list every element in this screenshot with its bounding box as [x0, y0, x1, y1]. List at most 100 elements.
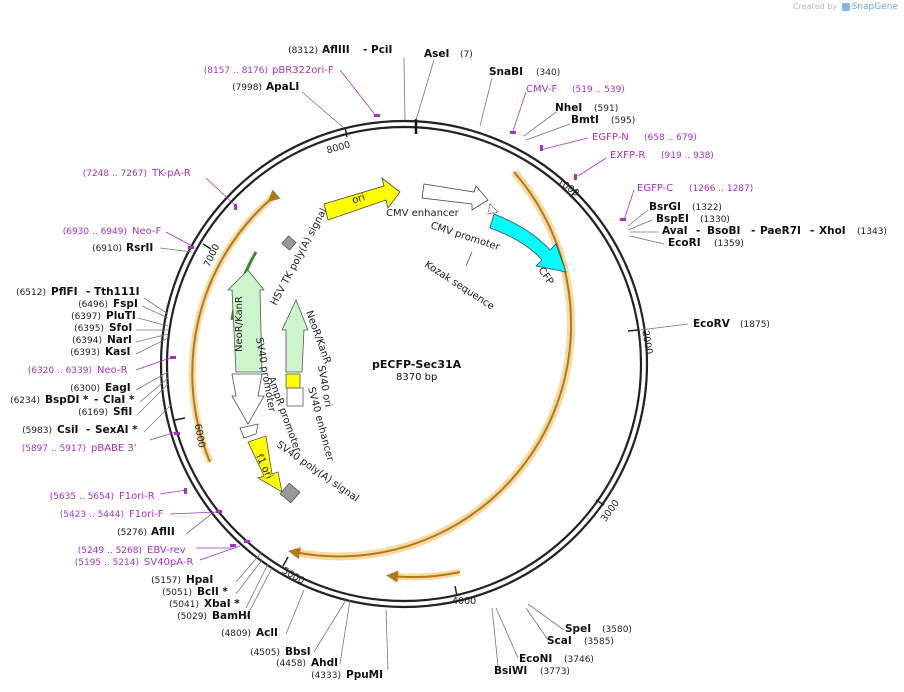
site-pos: (5157) [151, 576, 181, 586]
sv40-promoter-feature-left[interactable] [231, 373, 265, 425]
cmv-enhancer-feature[interactable] [421, 183, 489, 211]
site-name[interactable]: BspEI [656, 213, 689, 225]
site-name[interactable]: SfiI [113, 406, 132, 418]
site-name[interactable]: CsiI [57, 424, 78, 436]
site-pos: (6394) [72, 336, 102, 346]
site-pos: (595) [611, 116, 635, 126]
tick-label: 6000 [192, 423, 207, 449]
primer-name[interactable]: SV40pA-R [144, 557, 193, 568]
neor-kanr-feature-right[interactable] [281, 298, 309, 373]
site-name[interactable]: PflFI [51, 286, 78, 298]
primer-name[interactable]: F1ori-F [129, 509, 164, 520]
site-name[interactable]: XbaI * [204, 598, 240, 610]
site-name[interactable]: FspI [113, 298, 138, 310]
ori-feature[interactable] [323, 176, 401, 221]
site-name[interactable]: ApaLI [266, 81, 299, 93]
site-pos: (1343) [857, 227, 887, 237]
site-name[interactable]: EcoRI [668, 237, 701, 249]
primer-name[interactable]: EXFP-R [610, 150, 645, 161]
site-name-sep: - [363, 44, 367, 56]
orf-small-arc [386, 570, 461, 583]
primer-range: (5897 .. 5917) [22, 444, 86, 454]
feature-label-neor-right: NeoR/KanR [303, 309, 332, 365]
site-name[interactable]: AhdI [311, 657, 338, 669]
primer-name[interactable]: Neo-F [132, 226, 162, 237]
site-name[interactable]: EcoNI [519, 653, 552, 665]
site-pos: (6910) [92, 244, 122, 254]
sv40-ori-feature[interactable] [285, 373, 301, 389]
site-name[interactable]: AclI [256, 627, 278, 639]
site-pos: (5276) [117, 528, 147, 538]
feature-label-kozak: Kozak sequence [422, 259, 496, 312]
cfp-feature[interactable] [489, 213, 567, 273]
site-name[interactable]: ScaI [547, 635, 572, 647]
sites-left: (8312) AflIII - PciI (7998) ApaLI (6910)… [10, 44, 392, 681]
site-name[interactable]: PaeR7I [760, 225, 801, 237]
f1-ori-feature[interactable] [247, 435, 283, 493]
site-name-sep: - [94, 394, 98, 406]
primer-range: (519 .. 539) [572, 85, 625, 95]
site-name[interactable]: BclI * [197, 586, 228, 598]
tick-label: 1000 [555, 176, 581, 199]
site-name[interactable]: BspDI * [45, 394, 89, 406]
primer-name[interactable]: EGFP-N [592, 132, 629, 143]
site-name[interactable]: NarI [107, 334, 132, 346]
credit-prefix: Created by [793, 2, 838, 11]
cmv-promoter-feature[interactable] [487, 203, 499, 215]
credit-brand: SnapGene [851, 2, 898, 12]
sv40-polya-feature[interactable] [279, 482, 301, 504]
primer-name[interactable]: pBABE 3' [91, 443, 137, 454]
site-name[interactable]: BsoBI [707, 225, 740, 237]
site-name[interactable]: KasI [105, 346, 130, 358]
neor-kanr-feature-left[interactable] [227, 269, 265, 373]
site-name[interactable]: PpuMI [346, 669, 383, 681]
kozak-leader-line [465, 251, 473, 267]
site-pos: (4809) [221, 629, 251, 639]
site-name-sep: - [86, 286, 90, 298]
site-name[interactable]: BsiWI [494, 665, 527, 677]
site-name[interactable]: SpeI [565, 623, 591, 635]
site-pos: (1322) [692, 203, 722, 213]
primer-range: (5423 .. 5444) [60, 510, 124, 520]
site-pos: (1330) [700, 215, 730, 225]
site-name[interactable]: SexAI * [95, 424, 138, 436]
site-name[interactable]: BmtI [571, 114, 599, 126]
primer-name[interactable]: Neo-R [97, 365, 128, 376]
site-pos: (8312) [288, 46, 318, 56]
site-name[interactable]: BsrGI [649, 201, 681, 213]
site-name[interactable]: RsrII [126, 242, 153, 254]
site-name[interactable]: AseI [424, 48, 449, 60]
features: ori CMV enhancer CMV promoter CFP Kozak … [227, 176, 567, 504]
primer-name[interactable]: F1ori-R [119, 491, 155, 502]
sv40-enhancer-feature[interactable] [286, 387, 304, 407]
primer-name[interactable]: TK-pA-R [151, 168, 191, 179]
site-name[interactable]: Tth111I [94, 286, 139, 298]
site-name[interactable]: EagI [105, 382, 131, 394]
site-name[interactable]: ClaI * [103, 394, 135, 406]
site-name[interactable]: AflII [151, 526, 175, 538]
site-name[interactable]: AvaI [662, 225, 688, 237]
primer-name[interactable]: CMV-F [526, 84, 557, 95]
site-name[interactable]: HpaI [186, 574, 213, 586]
site-name[interactable]: AflIII [322, 44, 350, 56]
primer-name[interactable]: pBR322ori-F [272, 65, 334, 76]
primer-name[interactable]: EGFP-C [637, 183, 673, 194]
primer-range: (1266 .. 1287) [689, 184, 753, 194]
site-name[interactable]: NheI [555, 102, 582, 114]
primer-name[interactable]: EBV-rev [147, 545, 186, 556]
site-name[interactable]: BamHI [212, 610, 251, 622]
site-pos: (340) [536, 68, 560, 78]
site-name[interactable]: EcoRV [693, 318, 731, 330]
hsv-tk-polya-feature[interactable] [281, 235, 297, 251]
site-pos: (4333) [311, 671, 341, 681]
site-name[interactable]: PluTI [106, 310, 136, 322]
site-name[interactable]: PciI [371, 44, 392, 56]
site-name[interactable]: XhoI [819, 225, 846, 237]
site-name[interactable]: BbsI [285, 646, 311, 658]
site-pos: (6397) [71, 312, 101, 322]
site-name[interactable]: SnaBI [489, 66, 523, 78]
ampr-promoter-feature[interactable] [239, 423, 259, 439]
site-name[interactable]: SfoI [109, 322, 132, 334]
site-pos: (1875) [740, 320, 770, 330]
